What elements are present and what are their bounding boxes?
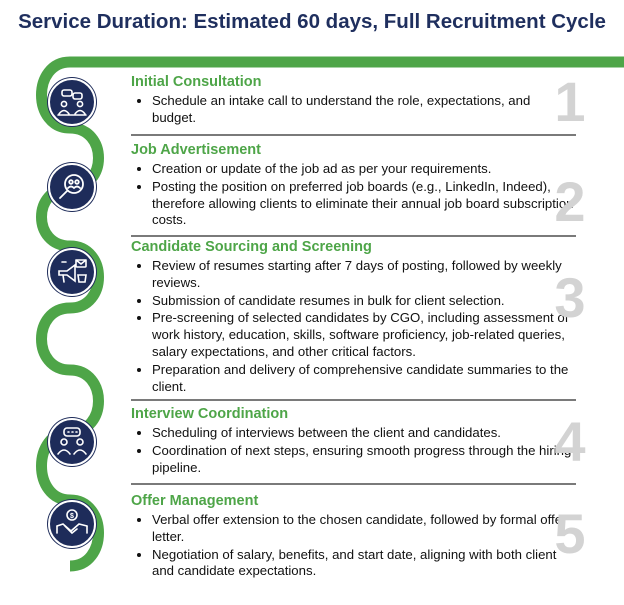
bullet-item: Schedule an intake call to understand th… xyxy=(152,93,575,127)
handshake-icon: $ xyxy=(48,500,96,548)
bullet-item: Verbal offer extension to the chosen can… xyxy=(152,512,575,546)
bullet-item: Review of resumes starting after 7 days … xyxy=(152,258,575,292)
divider xyxy=(131,399,576,401)
interview-icon xyxy=(48,418,96,466)
step-interview-coordination: Interview Coordination Scheduling of int… xyxy=(131,406,575,477)
bullet-item: Scheduling of interviews between the cli… xyxy=(152,425,575,442)
bullet-item: Preparation and delivery of comprehensiv… xyxy=(152,362,575,396)
megaphone-icon xyxy=(48,248,96,296)
consultation-icon xyxy=(48,78,96,126)
svg-text:$: $ xyxy=(70,513,74,520)
step-title: Initial Consultation xyxy=(131,74,262,90)
step-title: Offer Management xyxy=(131,493,259,509)
search-people-icon xyxy=(48,163,96,211)
bullet-item: Creation or update of the job ad as per … xyxy=(152,161,575,178)
step-candidate-sourcing: Candidate Sourcing and Screening Review … xyxy=(131,239,575,396)
bullet-item: Coordination of next steps, ensuring smo… xyxy=(152,443,575,477)
bullet-item: Posting the position on preferred job bo… xyxy=(152,179,575,229)
step-number: 1 xyxy=(554,70,586,133)
bullet-item: Submission of candidate resumes in bulk … xyxy=(152,293,575,310)
divider xyxy=(131,483,576,485)
step-initial-consultation: Initial Consultation Schedule an intake … xyxy=(131,74,575,128)
step-title: Interview Coordination xyxy=(131,406,289,422)
page-title: Service Duration: Estimated 60 days, Ful… xyxy=(18,10,606,33)
divider xyxy=(131,235,576,237)
step-number: 3 xyxy=(554,266,586,329)
bullet-item: Negotiation of salary, benefits, and sta… xyxy=(152,547,575,581)
step-title: Job Advertisement xyxy=(131,142,261,158)
bullet-item: Pre-screening of selected candidates by … xyxy=(152,310,575,360)
step-job-advertisement: Job Advertisement Creation or update of … xyxy=(131,142,575,230)
divider xyxy=(131,134,576,136)
step-number: 5 xyxy=(554,502,586,565)
step-number: 2 xyxy=(554,170,586,233)
step-number: 4 xyxy=(554,410,586,473)
step-offer-management: Offer Management Verbal offer extension … xyxy=(131,493,575,581)
step-title: Candidate Sourcing and Screening xyxy=(131,239,372,255)
